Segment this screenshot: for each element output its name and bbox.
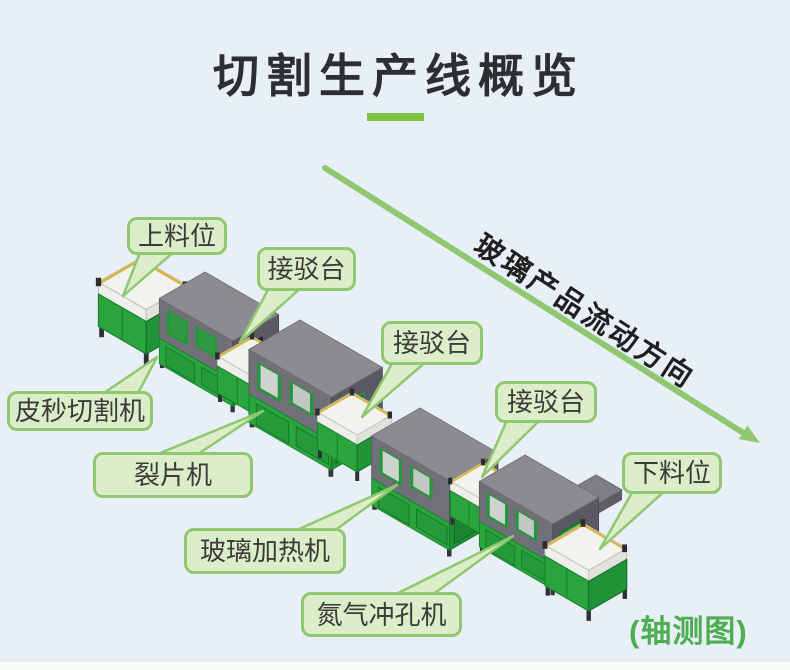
callout-picosecond-cutter: 皮秒切割机	[7, 391, 153, 431]
callout-unloading-station: 下料位	[622, 452, 722, 494]
view-type-caption: (轴测图)	[629, 614, 748, 649]
callout-tail-splitting-machine	[146, 409, 265, 460]
flow-arrow	[322, 165, 760, 443]
callout-nitrogen-punching-machine: 氮气冲孔机	[301, 592, 462, 637]
title-underline	[367, 113, 424, 121]
bottom-strip	[0, 661, 790, 670]
callout-transfer-table-1: 接驳台	[257, 247, 356, 291]
page-title: 切割生产线概览	[213, 50, 584, 102]
callout-transfer-table-2: 接驳台	[381, 321, 483, 365]
callout-glass-heating-machine: 玻璃加热机	[184, 528, 346, 574]
flow-direction-label: 玻璃产品流动方向	[468, 227, 701, 395]
callout-transfer-table-3: 接驳台	[495, 381, 597, 423]
callout-splitting-machine: 裂片机	[93, 452, 253, 498]
callout-loading-station: 上料位	[127, 217, 227, 255]
